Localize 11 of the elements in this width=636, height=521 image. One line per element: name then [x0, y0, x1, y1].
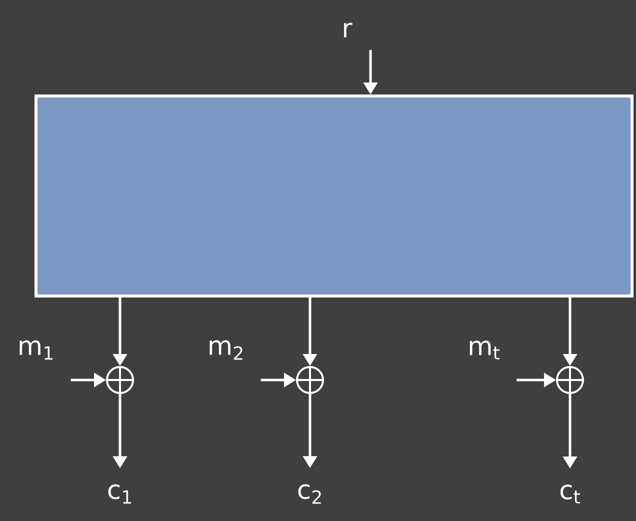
label: r [344, 22, 352, 38]
block-box [34, 94, 634, 298]
label: c$_{2}$ [298, 484, 321, 504]
xor-symbol [105, 365, 135, 395]
label: c$_{t}$ [560, 484, 580, 504]
xor-symbol [555, 365, 585, 395]
label: m$_{t}$ [470, 340, 500, 360]
label: m$_{2}$ [210, 340, 242, 360]
xor-symbol [295, 365, 325, 395]
label: m$_{1}$ [20, 340, 52, 360]
label: c$_{1}$ [108, 484, 131, 504]
